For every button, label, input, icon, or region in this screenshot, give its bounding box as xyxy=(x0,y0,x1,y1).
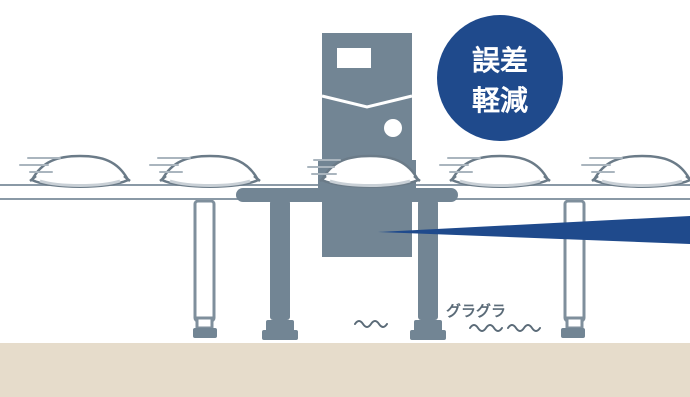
floor xyxy=(0,343,690,397)
machine-display xyxy=(337,48,371,68)
rice-bags xyxy=(29,154,690,188)
badge-line1: 誤差 xyxy=(472,44,528,77)
leg-feet-light xyxy=(193,328,585,338)
motion-lines xyxy=(19,157,623,175)
rice-bag xyxy=(319,154,421,188)
rice-bag xyxy=(159,154,261,188)
error-reduction-badge: 誤差 軽減 xyxy=(437,15,563,141)
machine-indicator xyxy=(384,119,402,137)
rice-bag xyxy=(29,154,131,188)
badge-line2: 軽減 xyxy=(472,84,528,117)
vibration-squiggles xyxy=(354,320,541,332)
vibration-label: グラグラ xyxy=(446,302,506,320)
rice-bag xyxy=(449,154,551,188)
rice-bag xyxy=(591,154,690,188)
speech-pointer xyxy=(378,216,690,244)
checkweigher-machine xyxy=(318,33,416,257)
